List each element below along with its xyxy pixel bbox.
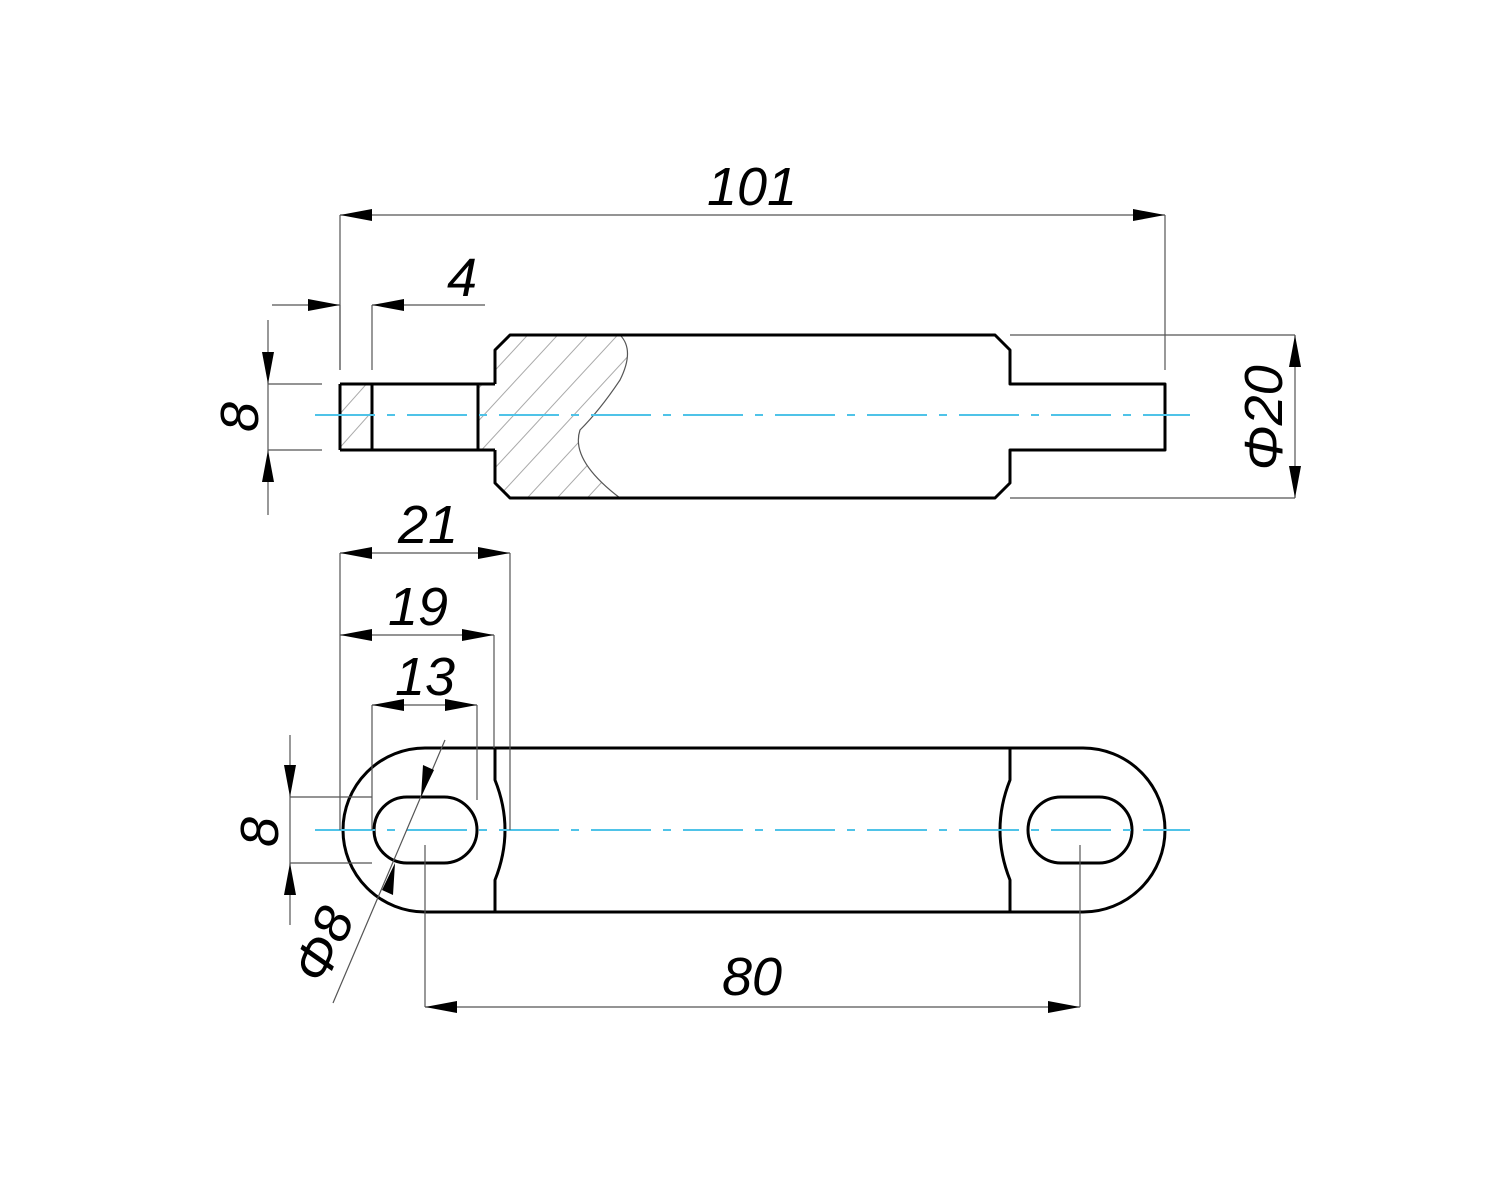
- dim-8-bottom: 8: [230, 735, 372, 925]
- left-shaft: [338, 382, 495, 452]
- dim-19: 19: [340, 577, 495, 748]
- dim-text-19: 19: [388, 577, 448, 637]
- dim-text-21: 21: [397, 495, 458, 555]
- dim-text-80: 80: [722, 947, 782, 1007]
- dim-phi8: Φ8: [281, 739, 446, 1004]
- dim-8-top: 8: [210, 320, 322, 515]
- body-outline: [493, 333, 1167, 500]
- dim-text-101: 101: [707, 157, 797, 217]
- front-section-view: 101 4 8 Φ20: [210, 157, 1301, 515]
- dim-80: 80: [424, 845, 1081, 1013]
- dim-text-8-bottom: 8: [230, 817, 290, 847]
- dim-21: 21: [339, 495, 511, 830]
- dim-phi20: Φ20: [1010, 334, 1301, 499]
- dim-text-8-top: 8: [210, 402, 270, 432]
- dim-text-13: 13: [395, 647, 455, 707]
- dim-4: 4: [272, 248, 485, 370]
- top-view: 21 19 13 8 Φ8 80: [230, 495, 1190, 1013]
- dim-text-phi20: Φ20: [1234, 365, 1294, 470]
- dim-text-4: 4: [447, 248, 477, 308]
- dim-text-phi8: Φ8: [281, 898, 366, 991]
- hatching: [340, 334, 629, 499]
- outer-slot-outline: [341, 746, 1167, 914]
- dim-13: 13: [371, 647, 478, 830]
